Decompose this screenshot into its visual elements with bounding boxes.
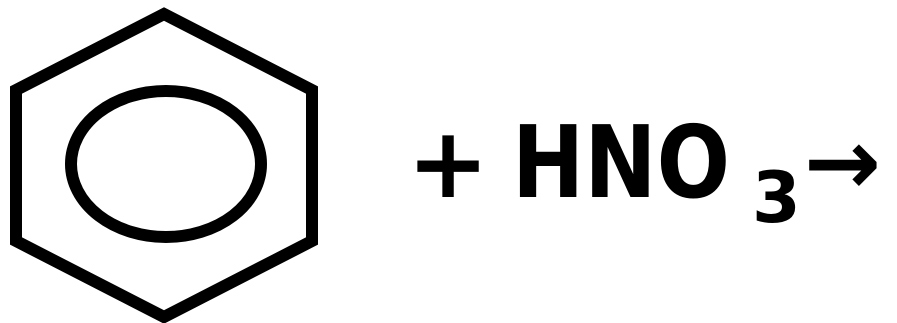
hexagon-outline <box>10 7 318 323</box>
reactant-formula: HNO <box>512 104 730 221</box>
aromatic-circle <box>65 85 267 243</box>
reaction-arrow: → <box>804 109 881 216</box>
formula-subscript: 3 <box>752 157 801 239</box>
benzene-ring-icon <box>10 7 318 323</box>
plus-sign: + <box>407 107 489 221</box>
